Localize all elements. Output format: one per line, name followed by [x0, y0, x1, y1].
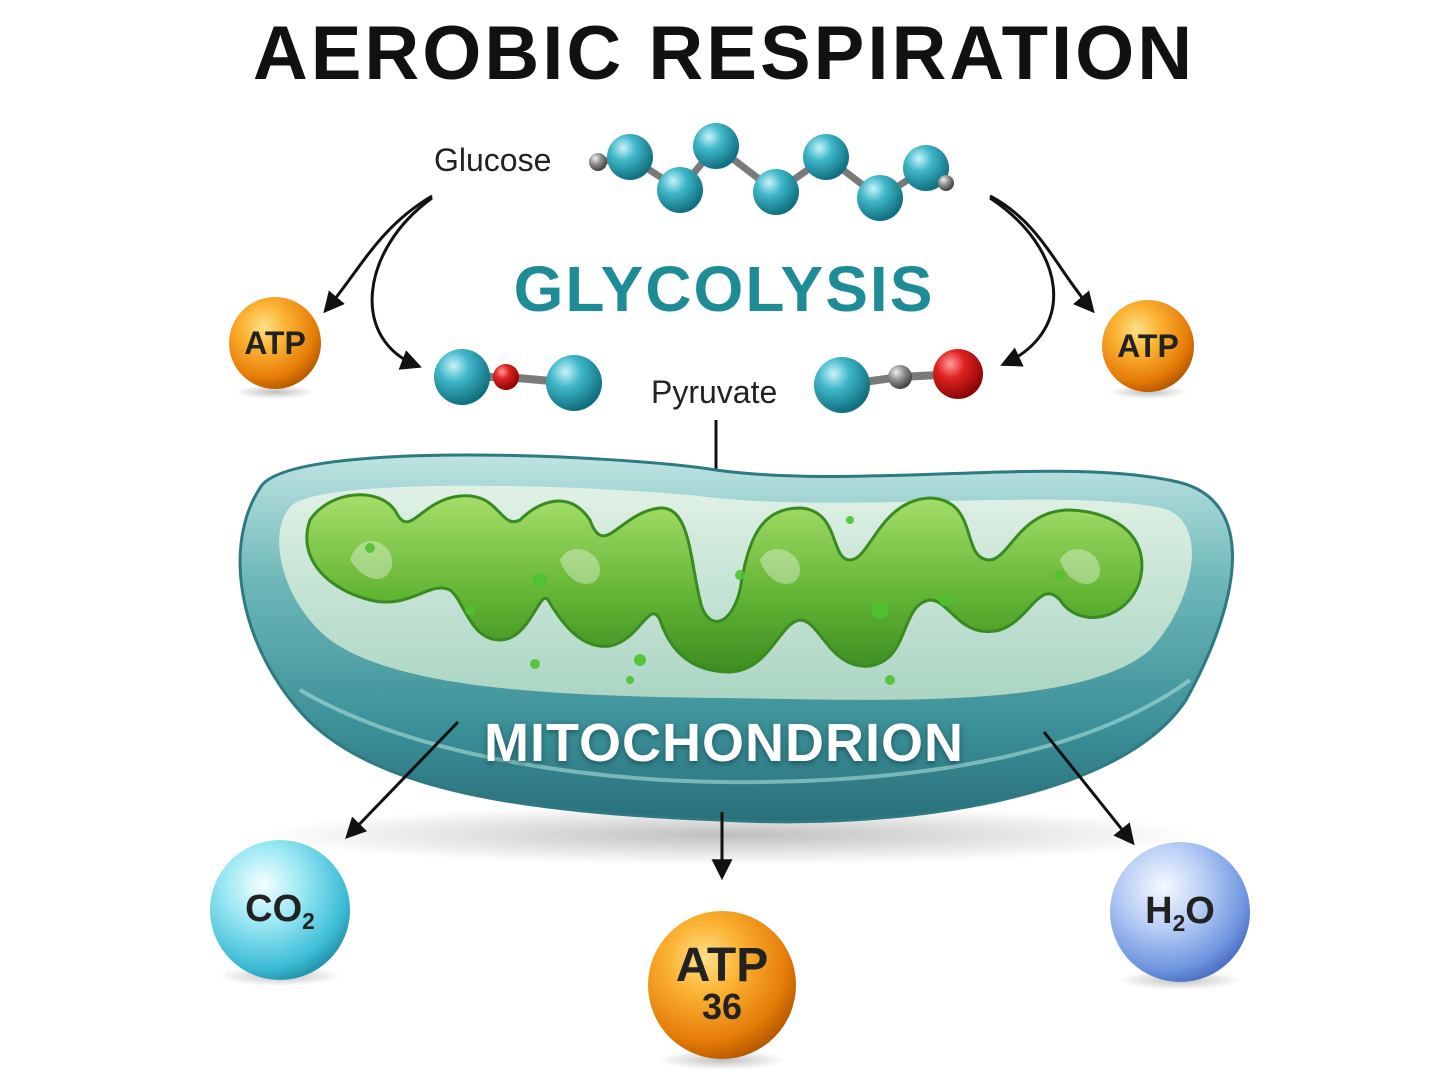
co2-ball: [210, 840, 350, 986]
glucose-label: Glucose: [434, 142, 552, 178]
product-arrows: [345, 720, 1135, 881]
h2o-label: H2O: [1110, 890, 1250, 937]
h2o-o: O: [1185, 890, 1215, 932]
atp-ball-left: [229, 297, 321, 399]
pyruvate-label: Pyruvate: [651, 374, 778, 410]
atp-left-label: ATP: [244, 325, 306, 361]
h2o-subscript: 2: [1172, 909, 1186, 936]
atp-36-ball: [648, 911, 796, 1070]
glycolysis-arrows: [323, 194, 1095, 495]
h2o-h: H: [1145, 890, 1173, 932]
co2-subscript: 2: [302, 907, 315, 934]
h2o-ball: [1110, 842, 1250, 990]
pyruvate-molecule-left: [434, 349, 602, 411]
co2-label: CO2: [210, 888, 350, 935]
mitochondrion: [238, 453, 1234, 865]
cristae: [305, 493, 1144, 674]
pyruvate-molecule-right: [814, 349, 983, 413]
atp-36-label: ATP: [675, 939, 769, 992]
co2-base: CO: [245, 888, 303, 930]
atp-36-count: 36: [701, 986, 743, 1027]
glycolysis-label: GLYCOLYSIS: [513, 253, 935, 325]
mitochondrion-label: MITOCHONDRION: [484, 713, 964, 773]
glucose-molecule: [589, 123, 954, 221]
diagram-title: AEROBIC RESPIRATION: [252, 11, 1196, 96]
atp-right-label: ATP: [1117, 328, 1179, 364]
atp-ball-right: [1102, 300, 1194, 399]
